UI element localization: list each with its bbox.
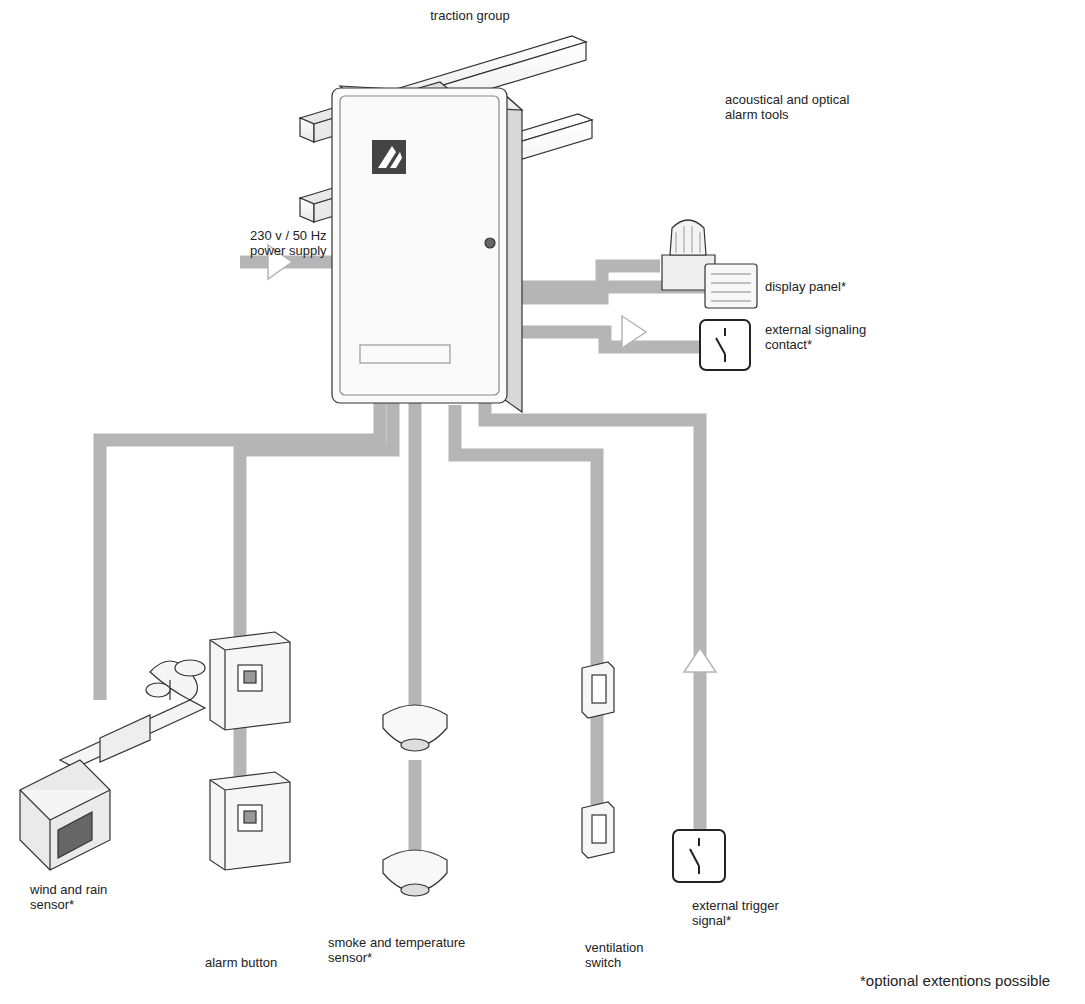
device-label: wind and rain sensor* (30, 882, 150, 912)
device-label: external trigger signal* (692, 898, 812, 928)
control-panel (332, 86, 522, 412)
device-label: *optional extentions possible (860, 972, 1075, 989)
device-label: alarm button (205, 955, 325, 970)
device-label: external signaling contact* (765, 322, 895, 352)
smoke-detectors (383, 705, 447, 896)
display-panel (705, 264, 757, 308)
device-label: acoustical and optical alarm tools (725, 92, 875, 122)
device-label: ventilation switch (585, 940, 680, 970)
device-label: smoke and temperature sensor* (328, 935, 503, 965)
device-label: traction group (400, 8, 540, 23)
ventilation-switches (582, 662, 614, 858)
device-label: display panel* (765, 279, 915, 294)
device-label: 230 v / 50 Hz power supply (250, 228, 365, 258)
alarm-buttons (210, 632, 290, 870)
wind-rain-sensor (20, 660, 205, 870)
contact-symbols (673, 320, 750, 882)
